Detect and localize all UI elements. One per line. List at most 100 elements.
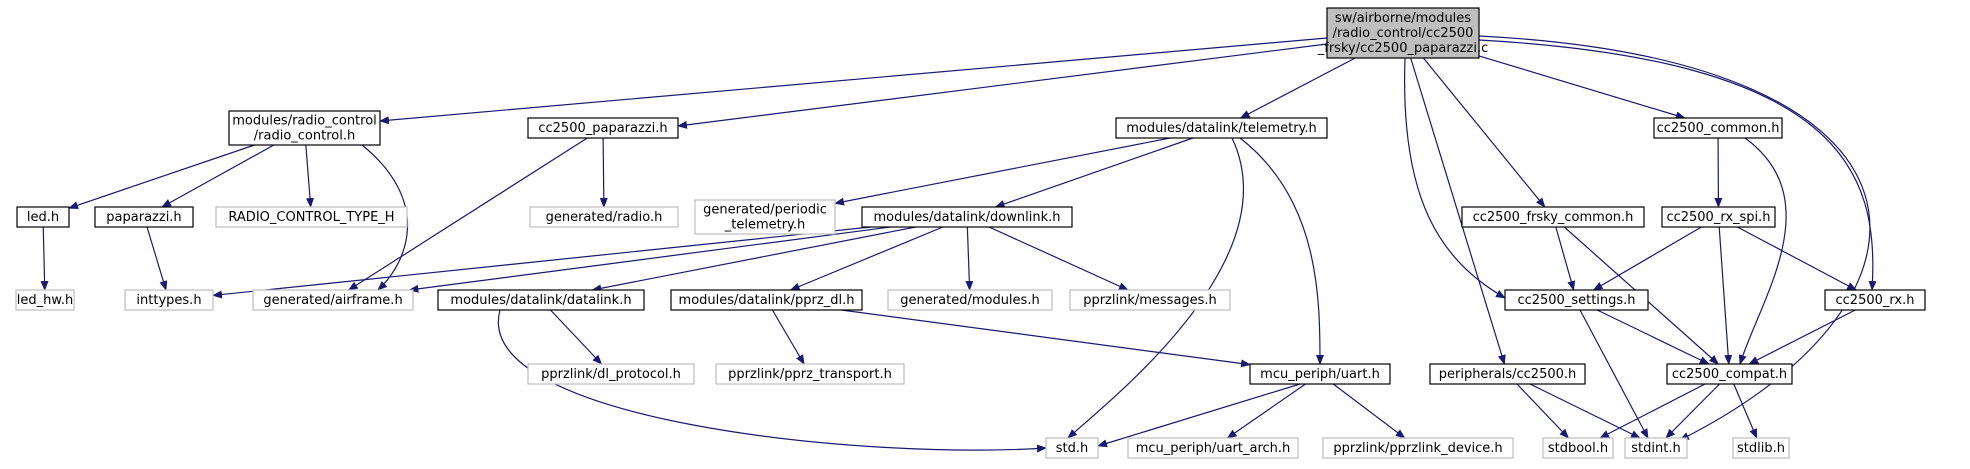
edge-mcu_uart_h-to-uart_arch_h xyxy=(1226,383,1306,439)
edge-datalink_h-to-std_h xyxy=(497,309,1047,453)
node-led-hw-h: led_hw.h xyxy=(15,289,75,311)
node-box xyxy=(670,289,863,311)
node-paparazzi-h[interactable]: paparazzi.h xyxy=(94,206,194,228)
node-label: modules/datalink/datalink.h xyxy=(450,293,631,308)
node-cc2500-common-h[interactable]: cc2500_common.h xyxy=(1653,117,1783,139)
node-box xyxy=(694,199,836,235)
edge-root-to-telemetry_h xyxy=(1239,57,1356,119)
node-box xyxy=(529,206,679,228)
node-box xyxy=(527,363,695,385)
node-box xyxy=(1624,437,1688,459)
edge-pprz_dl_h-to-mcu_uart_h xyxy=(841,309,1251,368)
edge-mcu_uart_h-to-pprzlink_device_h xyxy=(1332,383,1406,439)
node-box xyxy=(124,289,214,311)
node-label: stdbool.h xyxy=(1548,441,1608,456)
node-radio-control-h[interactable]: modules/radio_control/radio_control.h xyxy=(228,110,381,146)
node-pprz-dl-h[interactable]: modules/datalink/pprz_dl.h xyxy=(670,289,863,311)
node-datalink-h[interactable]: modules/datalink/datalink.h xyxy=(437,289,645,311)
node-label: /radio_control/cc2500 xyxy=(1333,26,1474,41)
node-stdlib-h: stdlib.h xyxy=(1732,437,1790,459)
node-root[interactable]: sw/airborne/modules/radio_control/cc2500… xyxy=(1317,7,1489,59)
edge-paparazzi_h-to-inttypes_h xyxy=(146,226,168,291)
node-label: led_hw.h xyxy=(17,293,73,308)
edge-cc2500_rx_spi_h-to-cc2500_settings_h xyxy=(1592,226,1702,291)
edge-cc2500_paparazzi_h-to-generated_radio_h xyxy=(599,137,608,208)
node-label: pprzlink/pprz_transport.h xyxy=(728,367,892,382)
edge-downlink_h-to-datalink_h xyxy=(591,226,916,293)
node-pprzlink-device-h: pprzlink/pprzlink_device.h xyxy=(1322,437,1514,459)
node-pprz-transport-h: pprzlink/pprz_transport.h xyxy=(715,363,905,385)
node-label: _frsky/cc2500_paparazzi.c xyxy=(1317,41,1489,56)
node-label: sw/airborne/modules xyxy=(1335,11,1471,26)
node-label: generated/periodic xyxy=(703,203,827,218)
node-std-h: std.h xyxy=(1045,437,1099,459)
edge-led_h-to-led_hw_h xyxy=(40,226,49,291)
node-stdint-h: stdint.h xyxy=(1624,437,1688,459)
node-label: pprzlink/dl_protocol.h xyxy=(541,367,681,382)
edge-telemetry_h-to-std_h xyxy=(1067,137,1244,439)
edge-downlink_h-to-generated_airframe_h xyxy=(408,226,891,293)
edge-peripherals_cc2500_h-to-stdint_h xyxy=(1529,383,1641,439)
node-box xyxy=(1661,206,1776,228)
node-box xyxy=(1326,7,1480,59)
node-box xyxy=(215,206,408,228)
node-label: /radio_control.h xyxy=(254,129,355,144)
node-label: modules/radio_control xyxy=(232,114,377,129)
edge-cc2500_compat_h-to-stdlib_h xyxy=(1733,383,1758,439)
node-led-h[interactable]: led.h xyxy=(16,206,70,228)
node-box xyxy=(1461,206,1645,228)
node-label: generated/modules.h xyxy=(900,293,1039,308)
edge-root-to-cc2500_paparazzi_h xyxy=(677,43,1328,129)
node-label: _telemetry.h xyxy=(724,218,806,233)
edge-cc2500_rx_spi_h-to-cc2500_compat_h xyxy=(1718,226,1733,365)
edge-downlink_h-to-generated_modules_h xyxy=(965,226,974,291)
edge-downlink_h-to-pprzlink_messages_h xyxy=(988,226,1129,291)
node-mcu-uart-h[interactable]: mcu_periph/uart.h xyxy=(1249,363,1391,385)
node-box xyxy=(887,289,1053,311)
edge-mcu_uart_h-to-std_h xyxy=(1097,383,1301,448)
edge-cc2500_rx_h-to-cc2500_compat_h xyxy=(1748,309,1856,365)
edge-cc2500_compat_h-to-stdint_h xyxy=(1665,383,1720,439)
node-box xyxy=(861,206,1073,228)
node-label: generated/radio.h xyxy=(546,210,663,225)
node-box xyxy=(1127,437,1299,459)
node-label: cc2500_paparazzi.h xyxy=(538,121,667,136)
node-label: modules/datalink/telemetry.h xyxy=(1126,121,1317,136)
edges-layer xyxy=(40,35,1877,453)
edge-root-to-radio_control_h xyxy=(379,37,1328,125)
node-label: mcu_periph/uart.h xyxy=(1260,367,1380,382)
node-generated-airframe-h: generated/airframe.h xyxy=(252,289,414,311)
node-periodic-telemetry-h: generated/periodic_telemetry.h xyxy=(694,199,836,235)
node-label: RADIO_CONTROL_TYPE_H xyxy=(228,210,394,225)
node-box xyxy=(1045,437,1099,459)
node-box xyxy=(1322,437,1514,459)
node-box xyxy=(15,289,75,311)
edge-radio_control_h-to-led_h xyxy=(68,144,255,210)
node-dl-protocol-h: pprzlink/dl_protocol.h xyxy=(527,363,695,385)
edge-root-to-cc2500_frsky_common_h xyxy=(1422,57,1546,208)
node-box xyxy=(252,289,414,311)
edge-radio_control_h-to-paparazzi_h xyxy=(161,144,275,208)
node-label: cc2500_settings.h xyxy=(1517,293,1635,308)
edge-radio_control_h-to-radio_control_type_h xyxy=(305,144,314,208)
edge-cc2500_common_h-to-cc2500_compat_h xyxy=(1738,137,1787,365)
node-label: cc2500_common.h xyxy=(1657,121,1780,136)
node-downlink-h[interactable]: modules/datalink/downlink.h xyxy=(861,206,1073,228)
node-cc2500-compat-h[interactable]: cc2500_compat.h xyxy=(1666,363,1793,385)
node-cc2500-frsky-common-h[interactable]: cc2500_frsky_common.h xyxy=(1461,206,1645,228)
node-cc2500-rx-spi-h[interactable]: cc2500_rx_spi.h xyxy=(1661,206,1776,228)
edge-root-to-cc2500_common_h xyxy=(1478,55,1686,120)
node-label: cc2500_rx.h xyxy=(1836,293,1915,308)
node-peripherals-cc2500-h[interactable]: peripherals/cc2500.h xyxy=(1429,363,1586,385)
node-box xyxy=(94,206,194,228)
node-box xyxy=(1542,437,1614,459)
node-generated-modules-h: generated/modules.h xyxy=(887,289,1053,311)
node-stdbool-h: stdbool.h xyxy=(1542,437,1614,459)
node-label: cc2500_frsky_common.h xyxy=(1473,210,1634,225)
node-cc2500-settings-h[interactable]: cc2500_settings.h xyxy=(1504,289,1649,311)
node-cc2500-paparazzi-h[interactable]: cc2500_paparazzi.h xyxy=(527,117,679,139)
node-pprzlink-messages-h: pprzlink/messages.h xyxy=(1069,289,1231,311)
node-cc2500-rx-h[interactable]: cc2500_rx.h xyxy=(1824,289,1926,311)
node-telemetry-h[interactable]: modules/datalink/telemetry.h xyxy=(1115,117,1328,139)
node-label: modules/datalink/pprz_dl.h xyxy=(679,293,855,308)
